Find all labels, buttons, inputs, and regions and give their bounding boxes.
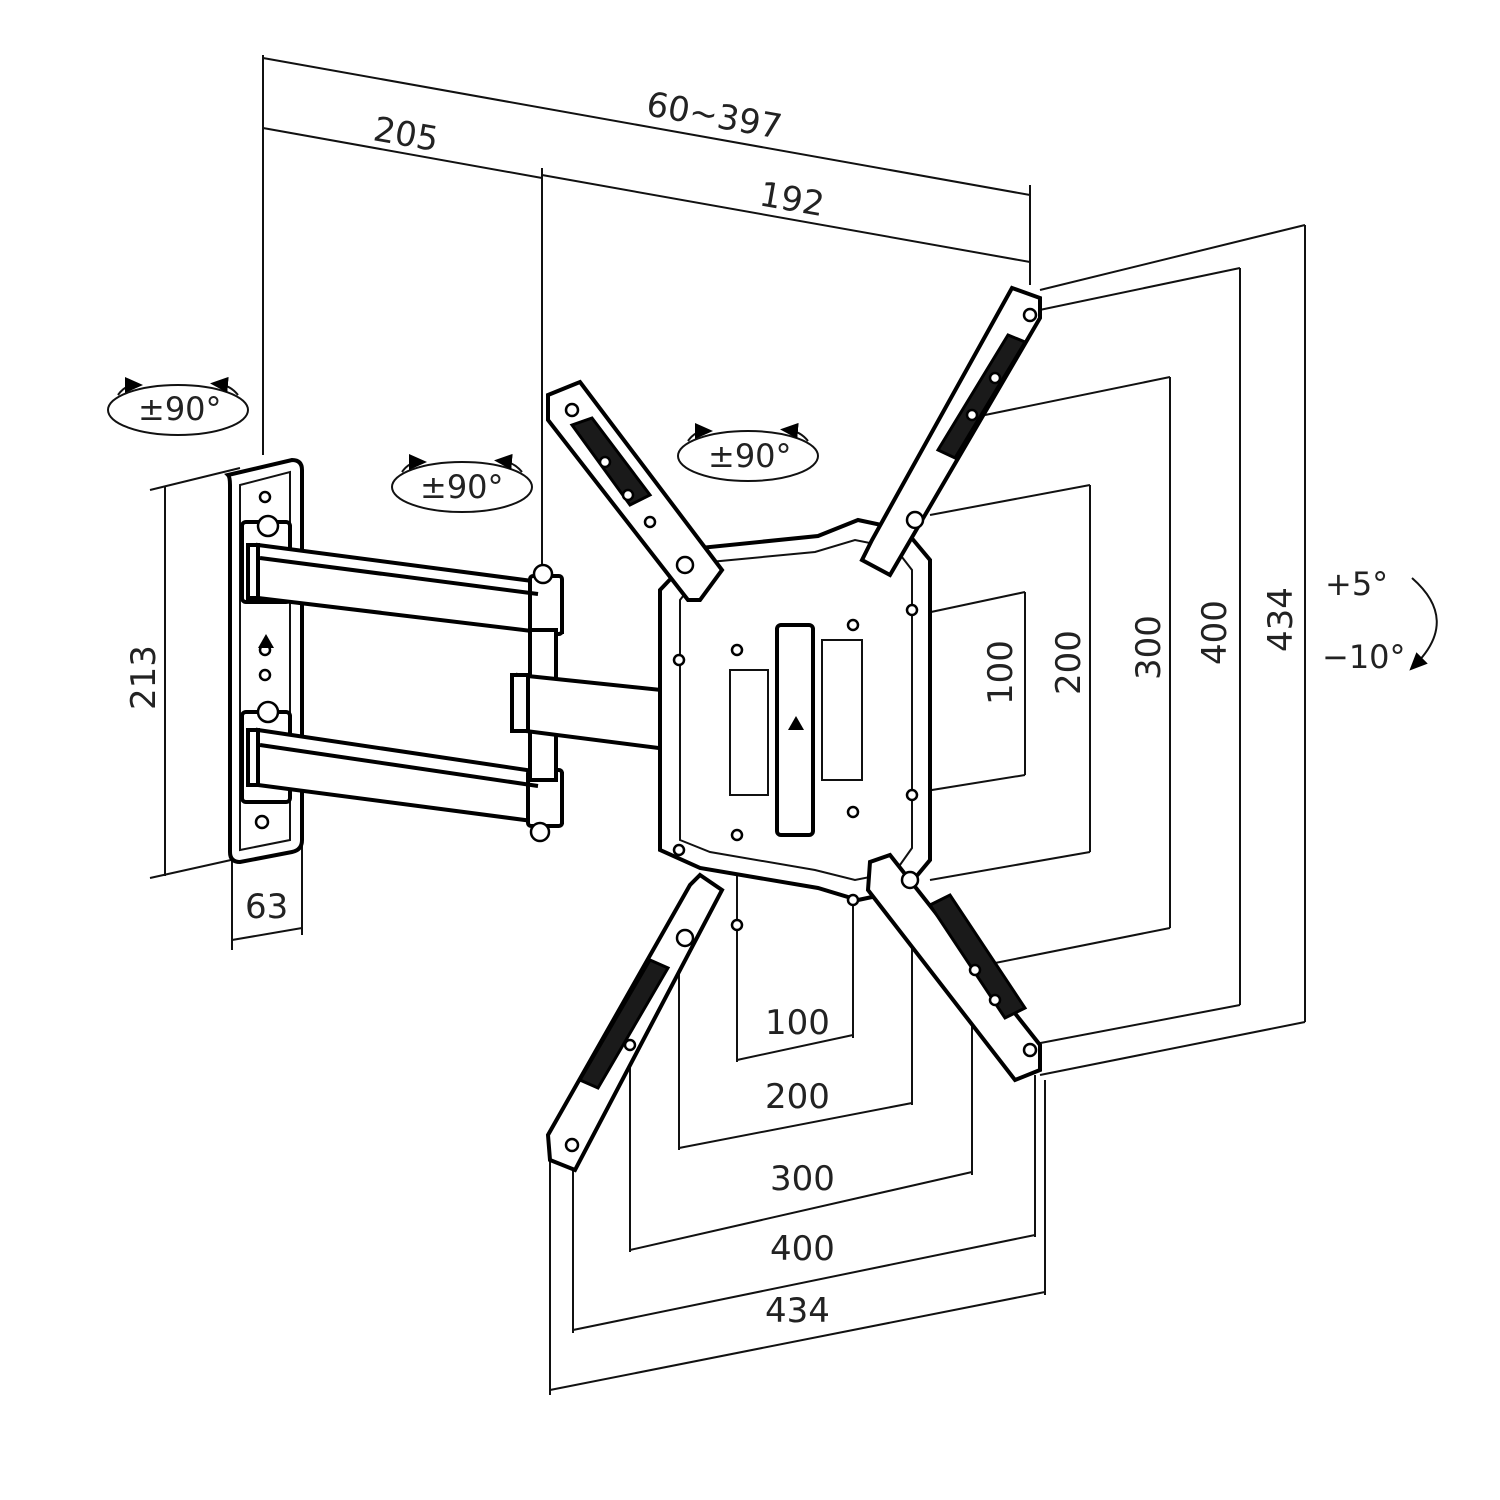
overall-height-label: 434 [1261, 587, 1301, 652]
rotation-labels: ±90° ±90° ±90° +5° −10° [138, 390, 1406, 676]
vertical-vesa-dimension-lines [869, 224, 1306, 1076]
horizontal-vesa-dimension-lines [549, 830, 1046, 1395]
overall-width-label: 434 [765, 1291, 830, 1331]
wall-plate-dimension-lines [149, 467, 303, 950]
tilt-arrow-icon [1409, 577, 1438, 671]
upper-swing-arm [246, 542, 564, 636]
plate-up-arrow-icon [788, 716, 804, 730]
tv-plate [658, 517, 932, 932]
vesa-v300-label: 300 [1129, 615, 1169, 680]
vesa-bracket-upper-right [859, 285, 1042, 578]
tv-rotation-label: ±90° [708, 437, 792, 475]
vesa-v100-label: 100 [981, 640, 1021, 705]
wall-swivel-label: ±90° [138, 390, 222, 428]
up-arrow-marker-icon [258, 634, 274, 648]
vesa-v400-label: 400 [1195, 600, 1235, 665]
vesa-bracket-upper-left [546, 379, 725, 602]
arm-swivel-label: ±90° [420, 468, 504, 506]
depth-dimension-lines [262, 55, 1031, 568]
wall-plate-height-label: 213 [124, 645, 164, 710]
vesa-h400-label: 400 [770, 1229, 835, 1269]
vesa-h100-label: 100 [765, 1003, 830, 1043]
wall-plate [224, 457, 304, 865]
plate-depth-label: 192 [756, 174, 827, 225]
vesa-h200-label: 200 [765, 1077, 830, 1117]
rotation-indicators [107, 376, 1438, 671]
vesa-h300-label: 300 [770, 1159, 835, 1199]
arm-depth-label: 205 [370, 109, 441, 160]
tilt-up-label: +5° [1325, 565, 1388, 603]
tilt-down-label: −10° [1322, 638, 1406, 676]
wall-plate-width-label: 63 [245, 887, 288, 927]
vesa-bracket-lower-left [545, 872, 725, 1173]
vesa-v200-label: 200 [1049, 630, 1089, 695]
vesa-bracket-lower-right [865, 852, 1042, 1083]
